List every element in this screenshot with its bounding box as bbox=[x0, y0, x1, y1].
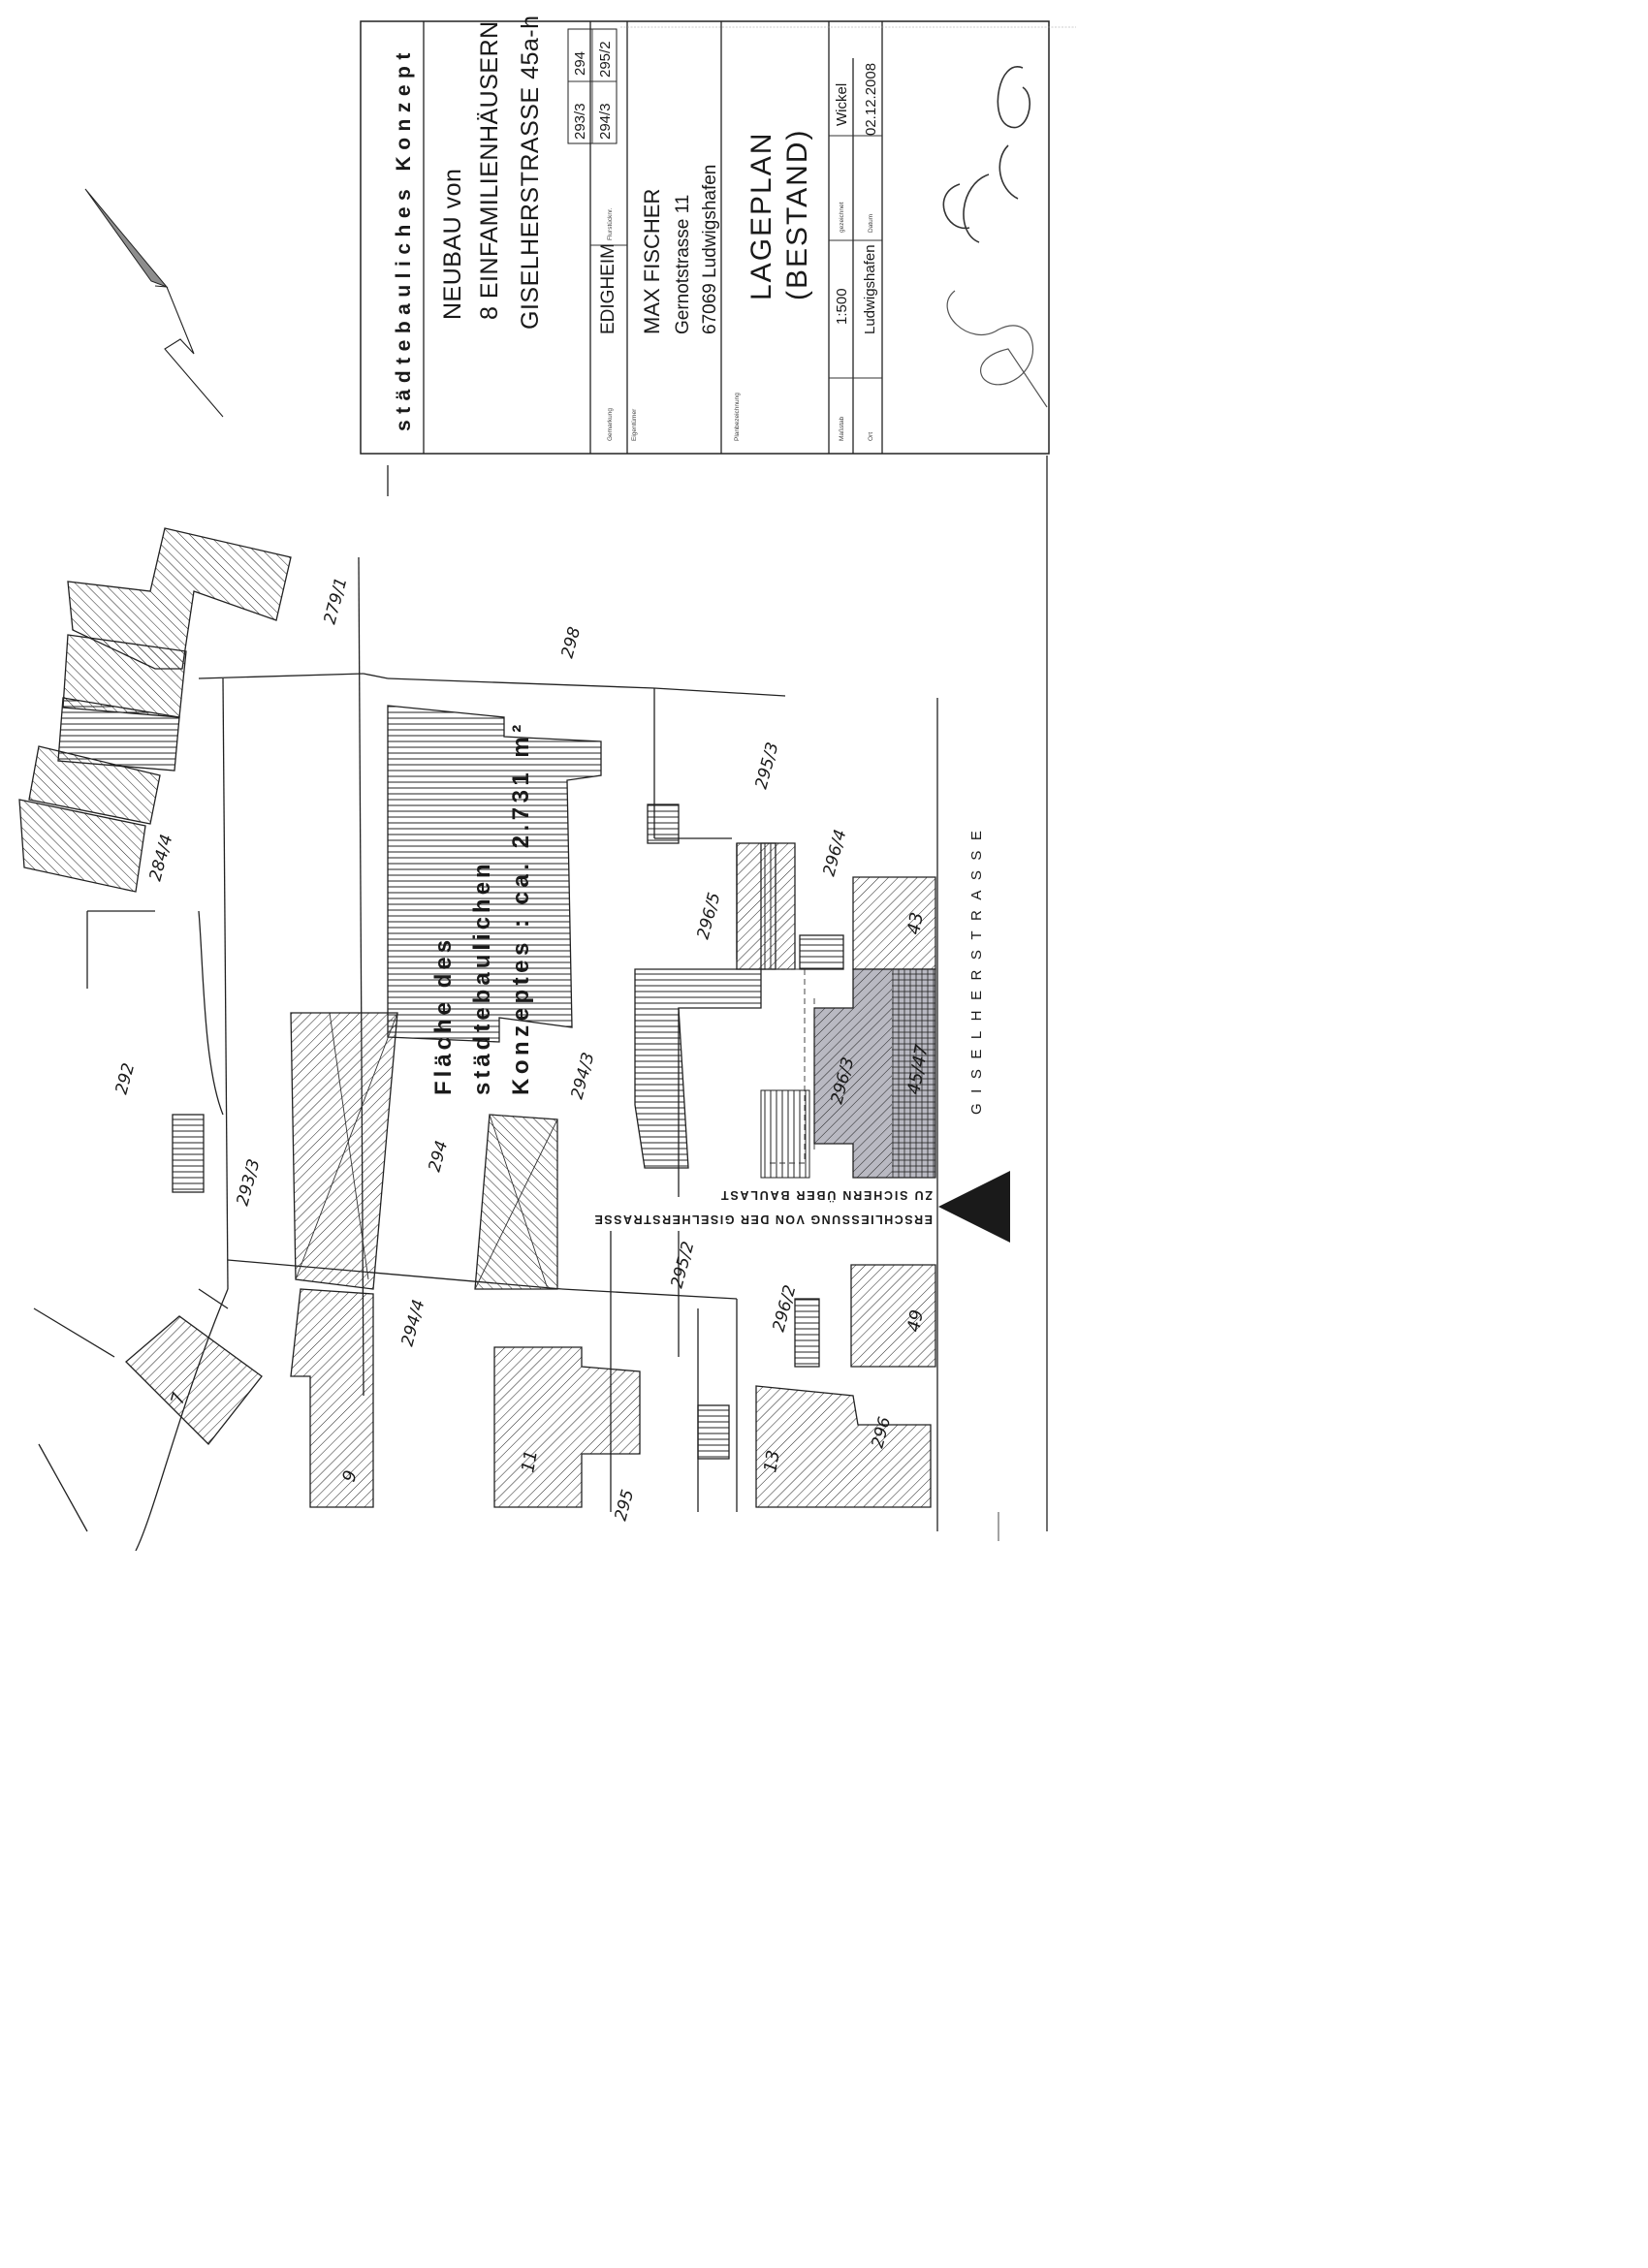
buildings bbox=[18, 527, 936, 1508]
owner-city: 67069 Ludwigshafen bbox=[700, 165, 720, 334]
parcel-294: 294 bbox=[572, 51, 588, 76]
parcel-label: 292 bbox=[112, 1061, 140, 1097]
access-line-1: ERSCHLIESSUNG VON DER GISELHERSTRASSE bbox=[593, 1213, 933, 1226]
drawn-by-value: Wickel bbox=[834, 83, 850, 126]
building bbox=[760, 842, 776, 970]
parcel-293-3: 293/3 bbox=[572, 103, 588, 140]
title-block-frame bbox=[360, 20, 1050, 455]
signature-1 bbox=[942, 66, 1030, 243]
access-note: ZU SICHERN ÜBER BAULAST ERSCHLIESSUNG VO… bbox=[593, 1188, 933, 1226]
north-arrow-icon bbox=[84, 188, 224, 418]
datum-label: Datum bbox=[868, 214, 874, 233]
parcel-label: 295/2 bbox=[668, 1240, 699, 1291]
building bbox=[172, 1114, 205, 1193]
gemarkung-value: EDIGHEIM bbox=[598, 243, 618, 334]
building-9 bbox=[290, 1288, 374, 1508]
parcel-295-2: 295/2 bbox=[597, 41, 614, 78]
owner-street: Gernotstrasse 11 bbox=[673, 195, 693, 334]
access-arrow-icon bbox=[938, 1171, 1010, 1243]
concept-area-label: Fläche des städtebaulichen Konzeptes : c… bbox=[430, 720, 534, 1095]
parcel-label: 294/3 bbox=[568, 1051, 599, 1102]
massstab-label: Maßstab bbox=[839, 416, 845, 441]
building bbox=[647, 803, 680, 844]
building-7 bbox=[125, 1315, 263, 1445]
parcel-label: 294/4 bbox=[398, 1298, 429, 1349]
scale-value: 1:500 bbox=[834, 288, 850, 325]
parcel-label: 296/4 bbox=[820, 828, 851, 879]
project-line-2: 8 EINFAMILIENHÄUSERN bbox=[476, 20, 503, 320]
plan-title-line-2: (BESTAND) bbox=[781, 129, 813, 300]
building-main bbox=[387, 705, 602, 1043]
parcel-label: 295/3 bbox=[752, 740, 783, 792]
ort-label: Ort bbox=[868, 432, 874, 441]
planbezeichnung-label: Planbezeichnung bbox=[734, 393, 741, 441]
parcel-label: 298 bbox=[558, 625, 586, 661]
project-line-3: GISELHERSTRASSE 45a-h bbox=[517, 15, 544, 330]
area-line-2: städtebaulichen bbox=[469, 860, 495, 1095]
eigentuemer-label: Eigentümer bbox=[631, 408, 638, 441]
gemarkung-label: Gemarkung bbox=[607, 408, 614, 441]
building-11 bbox=[493, 1346, 641, 1508]
building-13 bbox=[755, 1385, 932, 1508]
parcel-label: 293/3 bbox=[234, 1157, 265, 1209]
parcel-label: 294 bbox=[426, 1139, 453, 1175]
street-label: GISELHERSTRASSE bbox=[968, 821, 985, 1115]
gezeichnet-label: gezeichnet bbox=[839, 202, 845, 233]
date-value: 02.12.2008 bbox=[863, 63, 879, 136]
building bbox=[57, 697, 180, 772]
parcel-294-3: 294/3 bbox=[597, 103, 614, 140]
house-number: 49 bbox=[903, 1308, 928, 1334]
house-number: 9 bbox=[339, 1468, 362, 1484]
building-49 bbox=[850, 1264, 936, 1368]
office-name: städtebauliches Konzept bbox=[393, 47, 415, 431]
area-line-3: Konzeptes : ca. 2.731 m² bbox=[508, 720, 534, 1095]
owner-name: MAX FISCHER bbox=[640, 189, 664, 334]
building bbox=[697, 1404, 730, 1460]
building bbox=[799, 934, 844, 970]
parcel-label: 279/1 bbox=[321, 576, 352, 627]
flurstueck-label: Flurstücknr. bbox=[607, 207, 614, 240]
parcel-label: 296/5 bbox=[694, 891, 725, 942]
signature-2 bbox=[946, 290, 1048, 408]
site-plan-sheet: städtebauliches Konzept NEUBAU von 8 EIN… bbox=[0, 0, 1096, 1552]
building bbox=[28, 745, 161, 825]
house-number: 13 bbox=[760, 1449, 784, 1474]
parcel-label: 295 bbox=[612, 1488, 639, 1524]
building bbox=[634, 968, 762, 1169]
title-block: städtebauliches Konzept NEUBAU von 8 EIN… bbox=[360, 15, 1050, 455]
area-line-1: Fläche des bbox=[430, 936, 457, 1095]
parcel-label: 284/4 bbox=[146, 833, 177, 884]
house-number: 43 bbox=[903, 911, 928, 936]
street-giselherstrasse: GISELHERSTRASSE bbox=[936, 456, 1048, 1541]
building bbox=[18, 799, 146, 893]
plan-title-line-1: LAGEPLAN bbox=[745, 132, 777, 300]
site-plan: städtebauliches Konzept NEUBAU von 8 EIN… bbox=[18, 15, 1076, 1552]
access-line-2: ZU SICHERN ÜBER BAULAST bbox=[719, 1188, 933, 1203]
building bbox=[794, 1298, 820, 1368]
place-value: Ludwigshafen bbox=[862, 244, 878, 334]
project-line-1: NEUBAU von bbox=[439, 169, 466, 320]
house-number: 11 bbox=[518, 1449, 542, 1474]
